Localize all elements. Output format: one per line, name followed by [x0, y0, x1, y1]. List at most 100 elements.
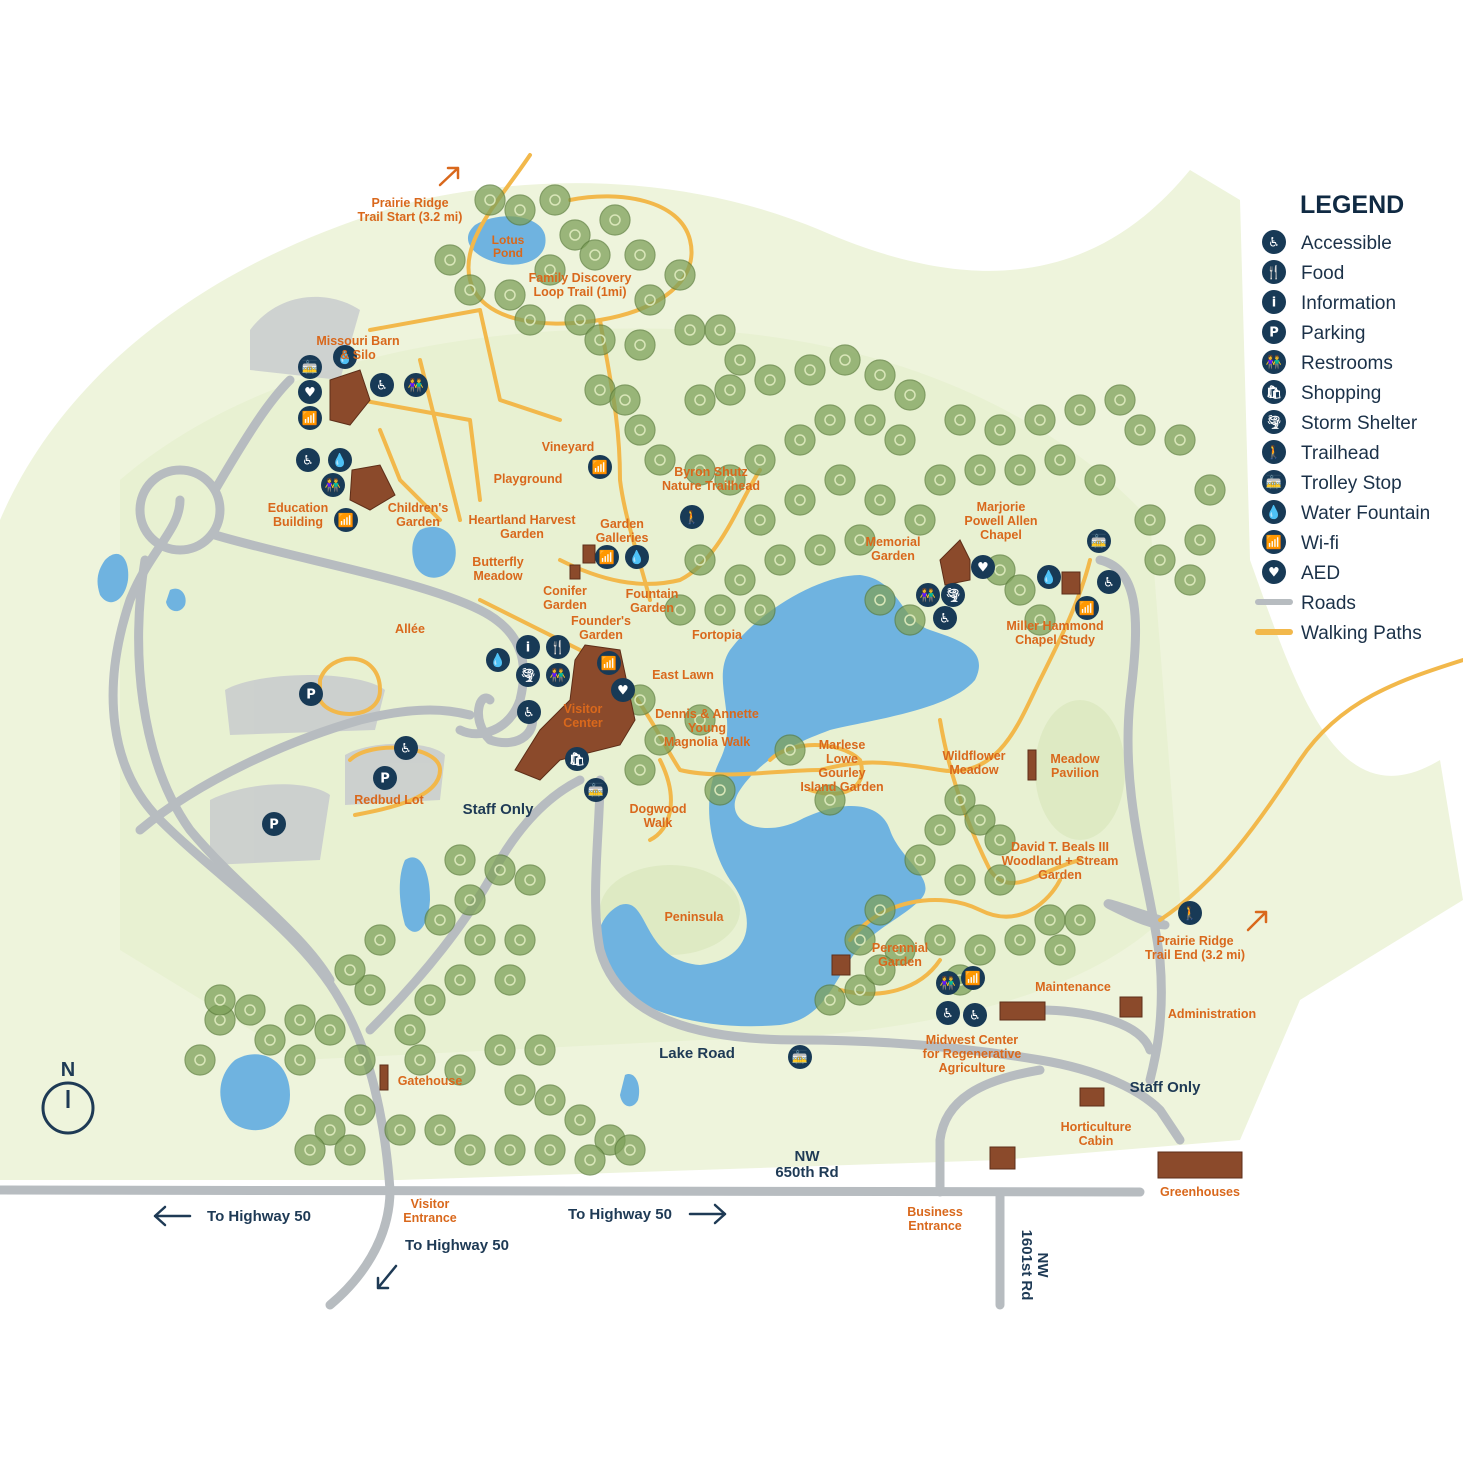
tree-swirl-icon [214, 994, 226, 1006]
trailhead-icon [1262, 440, 1286, 464]
tree-icon [644, 444, 676, 476]
trolley-stop-icon[interactable]: 🚋 [584, 778, 608, 802]
trolley-stop-icon-glyph: 🚋 [1091, 534, 1107, 550]
tree-swirl-icon [834, 474, 846, 486]
restrooms-icon-glyph: 👫 [1266, 355, 1282, 371]
trailhead-icon[interactable]: 🚶 [680, 505, 704, 529]
water-fountain-icon[interactable]: 💧 [328, 448, 352, 472]
tree-icon [579, 239, 611, 271]
parking-icon[interactable]: P [299, 682, 323, 706]
tree-swirl-icon [1144, 514, 1156, 526]
restrooms-icon[interactable]: 👫 [916, 583, 940, 607]
tree-icon [814, 784, 846, 816]
parking-icon[interactable]: P [262, 812, 286, 836]
tree-swirl-icon [934, 824, 946, 836]
tree-icon [864, 954, 896, 986]
wifi-icon[interactable]: 📶 [597, 651, 621, 675]
storm-shelter-icon[interactable]: 🌪 [941, 583, 965, 607]
accessible-icon[interactable]: ♿ [517, 700, 541, 724]
accessible-icon[interactable]: ♿ [1097, 570, 1121, 594]
storm-shelter-icon[interactable]: 🌪 [516, 663, 540, 687]
restrooms-icon[interactable]: 👫 [936, 971, 960, 995]
restrooms-icon[interactable]: 👫 [321, 473, 345, 497]
water-fountain-icon[interactable]: 💧 [625, 545, 649, 569]
water-fountain-icon[interactable]: 💧 [1037, 565, 1061, 589]
wifi-icon[interactable]: 📶 [298, 406, 322, 430]
accessible-icon[interactable]: ♿ [394, 736, 418, 760]
buildings [329, 369, 1243, 1179]
label-to-hwy-left: To Highway 50 [207, 1208, 311, 1225]
water-fountain-icon[interactable]: 💧 [333, 345, 357, 369]
legend-item: 💧Water Fountain [1262, 500, 1430, 524]
tree-icon [844, 924, 876, 956]
aed-icon[interactable]: ♥ [971, 555, 995, 579]
wifi-icon[interactable]: 📶 [1075, 596, 1099, 620]
accessible-icon[interactable]: ♿ [936, 1001, 960, 1025]
tree-icon [1004, 574, 1036, 606]
tree-swirl-icon [1014, 934, 1026, 946]
amenity-icons: 🚋💧♥📶♿👫♿💧👫📶📶🚶📶💧💧i🍴🌪👫📶♥♿🛍🚋P♿PP👫🌪♥♿💧🚋♿📶👫📶♿♿… [262, 345, 1202, 1069]
trolley-stop-icon[interactable]: 🚋 [298, 355, 322, 379]
information-icon [1262, 290, 1286, 314]
information-icon[interactable]: i [516, 635, 540, 659]
tree-swirl-icon [394, 1124, 406, 1136]
accessible-icon-glyph: ♿ [1103, 576, 1115, 591]
wifi-icon[interactable]: 📶 [595, 545, 619, 569]
water-fountain-icon-glyph: 💧 [490, 653, 506, 669]
accessible-icon[interactable]: ♿ [370, 373, 394, 397]
tree-icon [884, 934, 916, 966]
tree-swirl-icon [894, 944, 906, 956]
tree-icon [454, 274, 486, 306]
tree-swirl-icon [694, 464, 706, 476]
water-fountain-icon[interactable]: 💧 [486, 648, 510, 672]
tree-swirl-icon [619, 394, 631, 406]
tree-icon [1184, 524, 1216, 556]
trolley-stop-icon[interactable]: 🚋 [788, 1045, 812, 1069]
wifi-icon[interactable]: 📶 [588, 455, 612, 479]
restrooms-icon[interactable]: 👫 [404, 373, 428, 397]
wifi-icon[interactable]: 📶 [961, 966, 985, 990]
tree-icon [514, 864, 546, 896]
legend-item: 👫Restrooms [1262, 350, 1393, 374]
tree-icon [1004, 454, 1036, 486]
tree-icon [184, 1044, 216, 1076]
tree-swirl-icon [874, 904, 886, 916]
accessible-icon[interactable]: ♿ [296, 448, 320, 472]
parking-icon[interactable]: P [373, 766, 397, 790]
wifi-icon[interactable]: 📶 [334, 508, 358, 532]
restrooms-icon[interactable]: 👫 [546, 663, 570, 687]
tree-icon [664, 259, 696, 291]
aed-icon[interactable]: ♥ [611, 678, 635, 702]
food-icon[interactable]: 🍴 [546, 635, 570, 659]
trailhead-icon[interactable]: 🚶 [1178, 901, 1202, 925]
parking-icon-glyph: P [380, 772, 390, 787]
wifi-icon-glyph: 📶 [1266, 535, 1282, 551]
legend-label: Information [1301, 293, 1396, 314]
trolley-stop-icon[interactable]: 🚋 [1087, 529, 1111, 553]
accessible-icon[interactable]: ♿ [963, 1003, 987, 1027]
tree-swirl-icon [589, 249, 601, 261]
label-staff-only-1: Staff Only [463, 801, 534, 818]
tree-swirl-icon [414, 1054, 426, 1066]
shopping-icon[interactable]: 🛍 [565, 747, 589, 771]
trolley-stop-icon-glyph: 🚋 [302, 360, 318, 376]
accessible-icon[interactable]: ♿ [933, 606, 957, 630]
pond-lakeroad [620, 1074, 640, 1107]
tree-icon [334, 1134, 366, 1166]
tree-icon [1044, 444, 1076, 476]
tree-icon [599, 204, 631, 236]
tree-swirl-icon [1034, 614, 1046, 626]
maintenance-building [999, 1001, 1046, 1021]
tree-icon [434, 244, 466, 276]
aed-icon[interactable]: ♥ [298, 380, 322, 404]
tree-icon [714, 464, 746, 496]
tree-swirl-icon [754, 514, 766, 526]
tree-icon [1124, 414, 1156, 446]
tree-swirl-icon [624, 1144, 636, 1156]
legend-item: 📶Wi-fi [1262, 530, 1339, 554]
